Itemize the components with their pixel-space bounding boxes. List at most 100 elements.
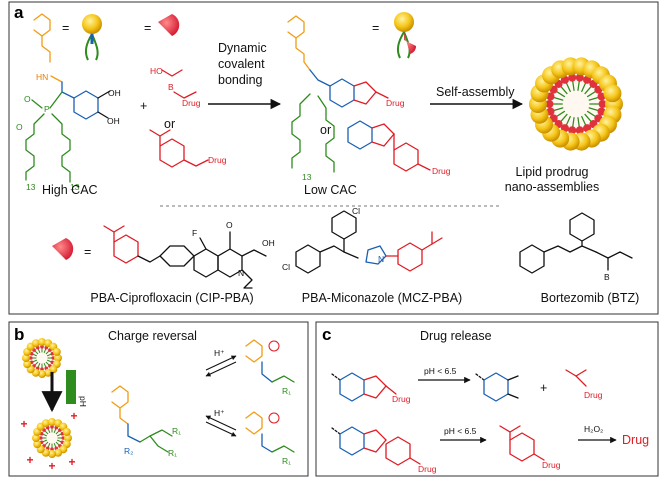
positive-charges: + + + + +	[20, 409, 77, 473]
equals-1: =	[62, 21, 69, 35]
head-group-ball	[603, 84, 622, 103]
plus-a: +	[140, 99, 147, 113]
o-label-2: O	[16, 122, 23, 132]
neutral-phosphonate-structure: R₂ R₁ R₁	[111, 385, 181, 458]
panel-a-frame	[8, 1, 659, 315]
drug-wedge	[61, 436, 65, 440]
r1-label-1: R₁	[172, 426, 181, 436]
mcz-pba-structure: Cl Cl N	[282, 206, 443, 274]
high-cac: High CAC	[42, 183, 98, 197]
boronate-ester-structure: Drug 13	[287, 15, 405, 182]
release-row-1-ester: Drug	[331, 372, 411, 404]
head-group-ball	[33, 440, 42, 449]
panel-c-label: c	[322, 325, 331, 344]
c-ph-1: pH < 6.5	[424, 366, 457, 376]
drug-boronic-2: Drug	[208, 155, 227, 165]
head-group-ball	[38, 338, 46, 346]
ph-indicator: pH	[66, 370, 88, 407]
b-atom: B	[604, 272, 610, 282]
head-group-ball	[44, 368, 53, 377]
sub13-c: 13	[302, 172, 312, 182]
plus-charge: +	[20, 417, 27, 431]
panel-b-label: b	[14, 325, 24, 344]
c-ph-2: pH < 6.5	[444, 426, 477, 436]
hplus-2: H⁺	[214, 408, 225, 418]
head-group-ball	[32, 434, 40, 442]
drug-ester-1: Drug	[386, 98, 405, 108]
cl-atom-2: Cl	[282, 262, 290, 272]
p-label: P	[44, 104, 50, 114]
release-row-1-boronic: Drug	[565, 369, 603, 400]
r1-label-4: R₁	[282, 456, 291, 466]
c-drug-2: Drug	[584, 390, 603, 400]
plus-charge: +	[70, 409, 77, 423]
drug-boronic-1: Drug	[182, 98, 201, 108]
nplus-atom: N	[378, 254, 384, 264]
c-h2o2: H₂O₂	[584, 424, 603, 434]
release-row-2-pba: Drug	[499, 425, 561, 470]
panel-b-title: Charge reversal	[108, 329, 197, 343]
head-group-ball	[52, 347, 61, 356]
drug-names: PBA-Ciprofloxacin (CIP-PBA)PBA-Miconazol…	[90, 291, 639, 305]
oh-label-1: OH	[108, 88, 121, 98]
panel-b-frame	[8, 321, 309, 477]
cooh-atom: OH	[262, 238, 275, 248]
pba-drug-structure: Drug	[149, 129, 227, 168]
lipid-ball-icon	[82, 14, 102, 61]
hn-label: HN	[36, 72, 48, 82]
c-drug-4: Drug	[542, 460, 561, 470]
o-label: O	[24, 94, 31, 104]
protonated-structure-bottom: R₁	[245, 411, 295, 466]
head-group-ball	[23, 360, 32, 369]
eq-arrow-1a	[205, 355, 237, 371]
drug-wedge	[39, 436, 43, 440]
equals-2: =	[144, 21, 151, 35]
oh-label-2: OH	[107, 116, 120, 126]
drug-name-1: PBA-Miconazole (MCZ-PBA)	[302, 291, 462, 305]
r1-label-2: R₁	[168, 448, 177, 458]
nano-assembly-small-bottom	[32, 418, 72, 458]
low-cac: Low CAC	[304, 183, 357, 197]
arrow1-line2: covalent	[218, 57, 265, 71]
arrow2-label: Self-assembly	[436, 85, 515, 99]
plus-charge: +	[26, 453, 33, 467]
o-atom: O	[226, 220, 233, 230]
c-drug-final: Drug	[622, 433, 649, 447]
panel-a-label: a	[14, 3, 24, 22]
drug-wedge-icon-2	[52, 238, 74, 260]
n-atom: N	[238, 268, 244, 278]
head-group-ball	[38, 370, 46, 378]
head-group-ball	[41, 419, 50, 428]
panel-c-title: Drug release	[420, 329, 492, 343]
drug-wedge	[545, 99, 554, 109]
or-2: or	[320, 123, 331, 137]
pba-ester-structure: Drug	[347, 120, 451, 176]
nano-line1: Lipid prodrug	[516, 165, 589, 179]
head-group-ball	[48, 418, 56, 426]
drug-wedge	[29, 356, 33, 360]
nano-assembly-small-top	[22, 338, 62, 378]
drug-wedge	[575, 126, 584, 135]
conjugate-ball-icon	[394, 12, 417, 59]
drug-wedge	[568, 73, 577, 82]
ho-label: HO	[150, 66, 163, 76]
drug-wedge	[568, 126, 577, 135]
btz-structure: B	[519, 212, 633, 282]
eq-arrow-2b	[205, 415, 237, 431]
r2-label-1: R₂	[124, 446, 133, 456]
ph-label: pH	[78, 396, 88, 407]
head-group-ball	[62, 427, 71, 436]
equals-drug: =	[84, 245, 91, 259]
head-group-ball	[54, 354, 62, 362]
arrow1-line1: Dynamic	[218, 41, 267, 55]
drug-ester-2: Drug	[432, 166, 451, 176]
c-plus: +	[540, 381, 547, 395]
lipid-phenol-structure: HN OH OH O P O 13 13	[16, 13, 121, 192]
plus-charge: +	[68, 455, 75, 469]
panel-c-frame	[315, 321, 659, 477]
cl-atom-1: Cl	[352, 206, 360, 216]
b-label: B	[168, 82, 174, 92]
c-drug-3: Drug	[418, 464, 437, 474]
plus-charge: +	[48, 459, 55, 473]
